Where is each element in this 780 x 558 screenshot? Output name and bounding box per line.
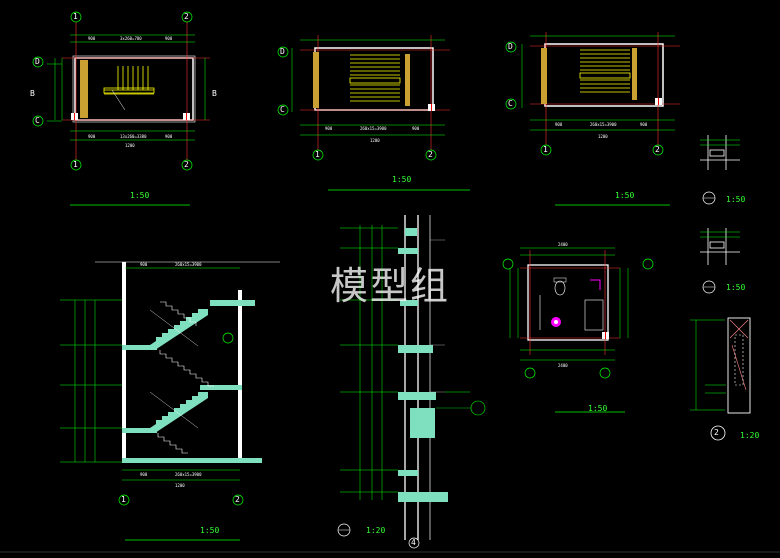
scale-detail-small-1: 1:50 <box>726 195 746 204</box>
stair-plan-1: 900 3x260=780 900 900 13x260=3380 900 1200 <box>32 11 210 171</box>
detail-2 <box>690 317 751 441</box>
plan2-axis-2: 2 <box>428 150 433 159</box>
axis-label-2-top: 2 <box>184 12 189 21</box>
wall-axis-4: 4 <box>411 538 416 547</box>
svg-text:900: 900 <box>412 126 420 131</box>
svg-text:260x15=3900: 260x15=3900 <box>590 122 617 127</box>
svg-text:900: 900 <box>165 134 173 139</box>
detail-2-label: 2 <box>714 428 719 437</box>
svg-text:900: 900 <box>165 36 173 41</box>
svg-text:1200: 1200 <box>598 134 608 139</box>
plan3-axis-2: 2 <box>655 145 660 154</box>
plan3-axis-c: C <box>508 99 513 108</box>
stair-section: 900 260x15=3900 1200 900 260x15=3900 <box>60 261 280 541</box>
scale-plan-2: 1:50 <box>392 175 412 184</box>
svg-text:900: 900 <box>140 472 148 477</box>
svg-text:1200: 1200 <box>370 138 380 143</box>
scale-section: 1:50 <box>200 526 220 535</box>
axis-label-b-right: B <box>212 89 217 98</box>
toilet-plan: 2400 2400 <box>502 242 654 413</box>
plan3-axis-d: D <box>508 42 513 51</box>
svg-text:2400: 2400 <box>558 242 568 247</box>
detail-small-2 <box>700 228 740 294</box>
svg-text:2400: 2400 <box>558 363 568 368</box>
plan2-axis-c: C <box>280 105 285 114</box>
svg-text:900: 900 <box>640 122 648 127</box>
scale-wall-detail: 1:20 <box>366 526 386 535</box>
section-axis-2: 2 <box>235 495 240 504</box>
svg-text:13x260=3380: 13x260=3380 <box>120 134 147 139</box>
svg-text:260x15=3900: 260x15=3900 <box>360 126 387 131</box>
stair-plan-3: 900 260x15=3900 900 1200 <box>505 32 680 206</box>
section-axis-1: 1 <box>121 495 126 504</box>
stair-plan-2: 900 260x15=3900 900 1200 <box>277 35 470 191</box>
plan1-width: 1200 <box>125 143 135 148</box>
plan2-axis-d: D <box>280 47 285 56</box>
axis-label-c: C <box>35 116 40 125</box>
scale-plan-1: 1:50 <box>130 191 150 200</box>
scale-detail-small-2: 1:50 <box>726 283 746 292</box>
scale-plan-3: 1:50 <box>615 191 635 200</box>
svg-text:900: 900 <box>88 134 96 139</box>
svg-text:900: 900 <box>325 126 333 131</box>
svg-text:1200: 1200 <box>175 483 185 488</box>
svg-text:260x15=3900: 260x15=3900 <box>175 262 202 267</box>
axis-label-1-bottom: 1 <box>73 160 78 169</box>
plan2-axis-1: 1 <box>315 150 320 159</box>
scale-detail-2: 1:20 <box>740 431 760 440</box>
svg-text:900: 900 <box>88 36 96 41</box>
axis-label-1-top: 1 <box>73 12 78 21</box>
scale-toilet: 1:50 <box>588 404 608 413</box>
detail-small-1 <box>700 135 740 205</box>
svg-text:3x260=780: 3x260=780 <box>120 36 142 41</box>
svg-text:260x15=3900: 260x15=3900 <box>175 472 202 477</box>
axis-label-b-left: B <box>30 89 35 98</box>
svg-text:900: 900 <box>555 122 563 127</box>
svg-text:900: 900 <box>140 262 148 267</box>
axis-label-2-bottom: 2 <box>184 160 189 169</box>
plan3-axis-1: 1 <box>543 145 548 154</box>
wall-section-detail <box>337 215 486 549</box>
axis-label-d: D <box>35 57 40 66</box>
